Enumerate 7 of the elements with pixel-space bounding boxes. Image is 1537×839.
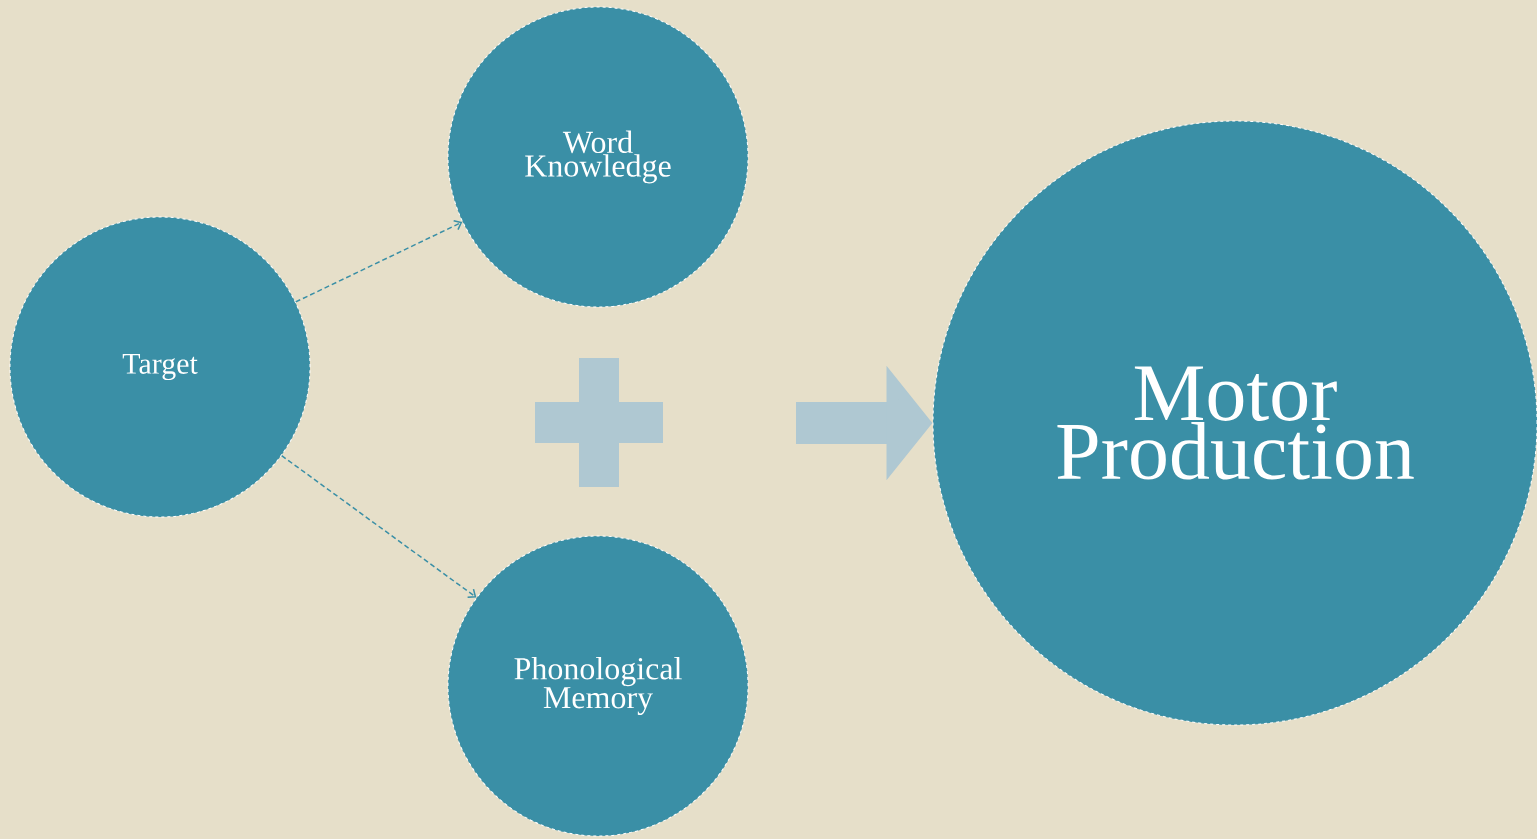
circle-node: Motor Production (932, 120, 1537, 726)
arrow (294, 219, 463, 303)
arrow (280, 454, 477, 598)
circle-node: Word Knowledge (447, 6, 749, 308)
circle-node: Target (9, 216, 311, 518)
circle-node: Phonological Memory (447, 535, 749, 837)
plus-sign (535, 358, 663, 487)
